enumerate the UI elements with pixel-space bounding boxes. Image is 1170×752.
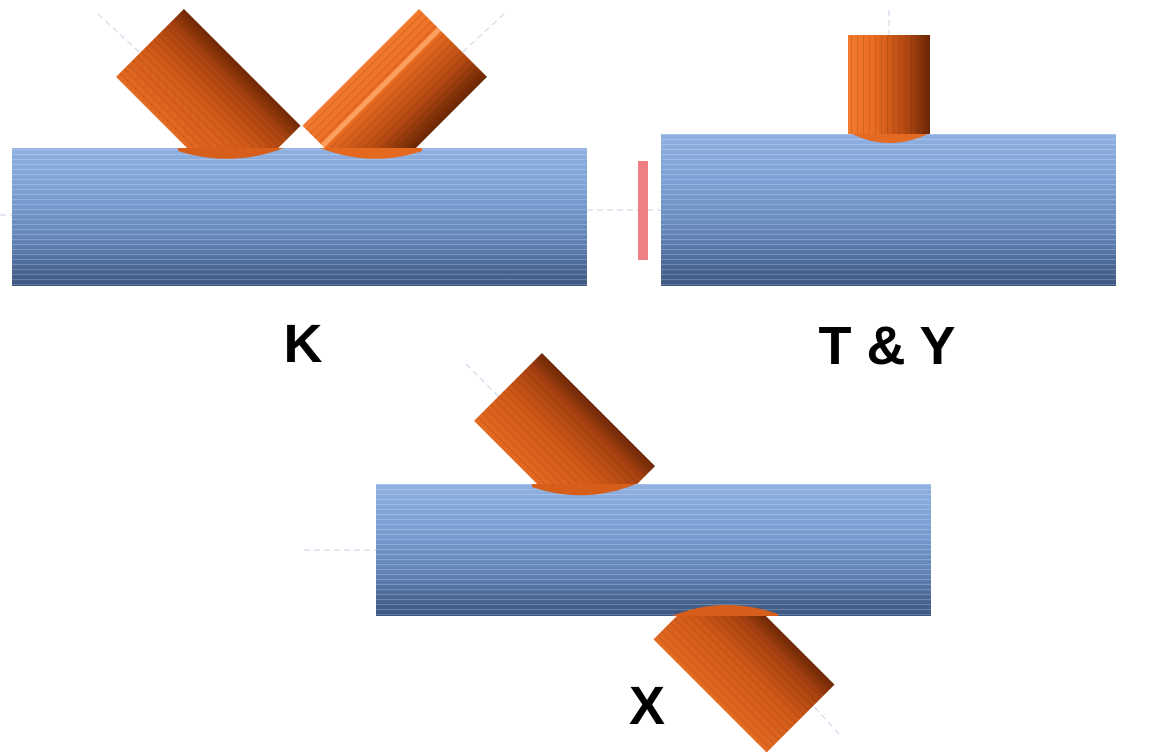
x-lower-brace-axis: [807, 699, 841, 736]
x-lower-saddle: [672, 604, 778, 616]
k-right-brace-axis: [451, 13, 505, 63]
k-chord: [12, 148, 587, 286]
label-x: X: [629, 676, 665, 736]
k-joint: [0, 9, 587, 286]
k-left-brace-axis: [97, 13, 151, 63]
k-right-saddle: [320, 148, 422, 159]
label-k: K: [284, 314, 323, 374]
ty-joint: [587, 10, 1116, 286]
label-t-and-y: T & Y: [818, 316, 955, 376]
k-right-brace: [302, 9, 487, 194]
x-joint: [304, 353, 931, 752]
ty-chord: [661, 134, 1116, 286]
x-upper-saddle: [532, 484, 636, 496]
ty-marker-bar: [638, 161, 648, 260]
k-left-brace: [116, 9, 301, 194]
k-left-saddle: [178, 148, 284, 159]
ty-brace: [848, 35, 930, 137]
x-lower-brace: [653, 571, 835, 752]
x-chord: [376, 484, 931, 616]
ty-saddle: [852, 134, 928, 143]
x-upper-brace-axis: [465, 363, 501, 399]
